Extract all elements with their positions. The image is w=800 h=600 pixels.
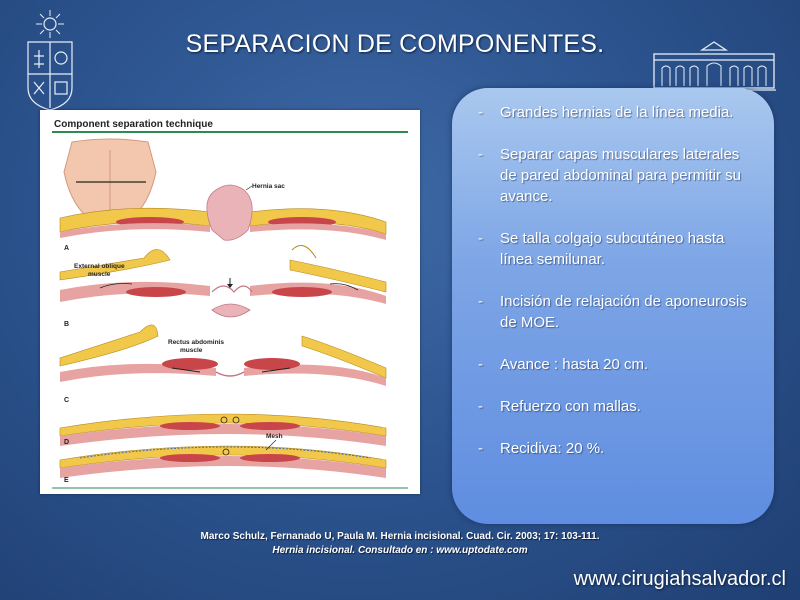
label-external-oblique-muscle: muscle (88, 271, 111, 278)
label-rectus-abdominis: Rectus abdominis (168, 339, 224, 346)
label-mesh: Mesh (266, 433, 283, 440)
label-rectus-muscle: muscle (180, 347, 203, 354)
figure-title: Component separation technique (54, 119, 213, 130)
panel-a: Hernia sac A (59, 183, 387, 252)
bullet-item: -Avance : hasta 20 cm. (478, 356, 649, 373)
panel-letter-a: A (64, 245, 69, 252)
bullet-item: -Recidiva: 20 %. (478, 440, 605, 457)
bullet-item: -Grandes hernias de la línea media. (478, 104, 734, 121)
bullet-marker: - (478, 104, 483, 121)
panel-letter-b: B (64, 321, 69, 328)
bullet-marker: - (478, 356, 483, 373)
bullet-marker: - (478, 398, 483, 415)
slide-title: SEPARACION DE COMPONENTES. (185, 30, 605, 58)
bullet-list: -Grandes hernias de la línea media. -Sep… (452, 88, 774, 459)
bullet-item: -Incisión de relajación de aponeurosis d… (478, 293, 747, 331)
bullet-item: -Separar capas musculares laterales de p… (478, 146, 741, 205)
label-external-oblique: External oblique (74, 263, 125, 270)
bullet-marker: - (478, 146, 483, 163)
panel-letter-c: C (64, 397, 69, 404)
university-seal-logo (27, 10, 73, 111)
panel-b: External oblique muscle B (59, 245, 387, 328)
bullet-marker: - (478, 293, 483, 310)
component-separation-illustration: Component separation technique Hernia sa… (40, 110, 420, 494)
panel-e: Mesh E (59, 433, 387, 484)
torso-illustration (63, 138, 157, 215)
citation-line-2: Hernia incisional. Consultado en : www.u… (272, 545, 528, 556)
bullet-marker: - (478, 440, 483, 457)
bullet-item: -Refuerzo con mallas. (478, 398, 641, 415)
citation: Marco Schulz, Fernanado U, Paula M. Hern… (0, 530, 800, 558)
panel-letter-e: E (64, 477, 69, 484)
bullet-marker: - (478, 230, 483, 247)
panel-letter-d: D (64, 439, 69, 446)
panel-d: D (59, 413, 387, 446)
panel-c: Rectus abdominis muscle C (59, 324, 387, 404)
bullet-panel: -Grandes hernias de la línea media. -Sep… (452, 88, 774, 524)
website-url: www.cirugiahsalvador.cl (573, 568, 786, 590)
bullet-item: -Se talla colgajo subcutáneo hasta línea… (478, 230, 725, 268)
citation-line-1: Marco Schulz, Fernanado U, Paula M. Hern… (200, 531, 600, 542)
label-hernia-sac: Hernia sac (252, 183, 285, 190)
